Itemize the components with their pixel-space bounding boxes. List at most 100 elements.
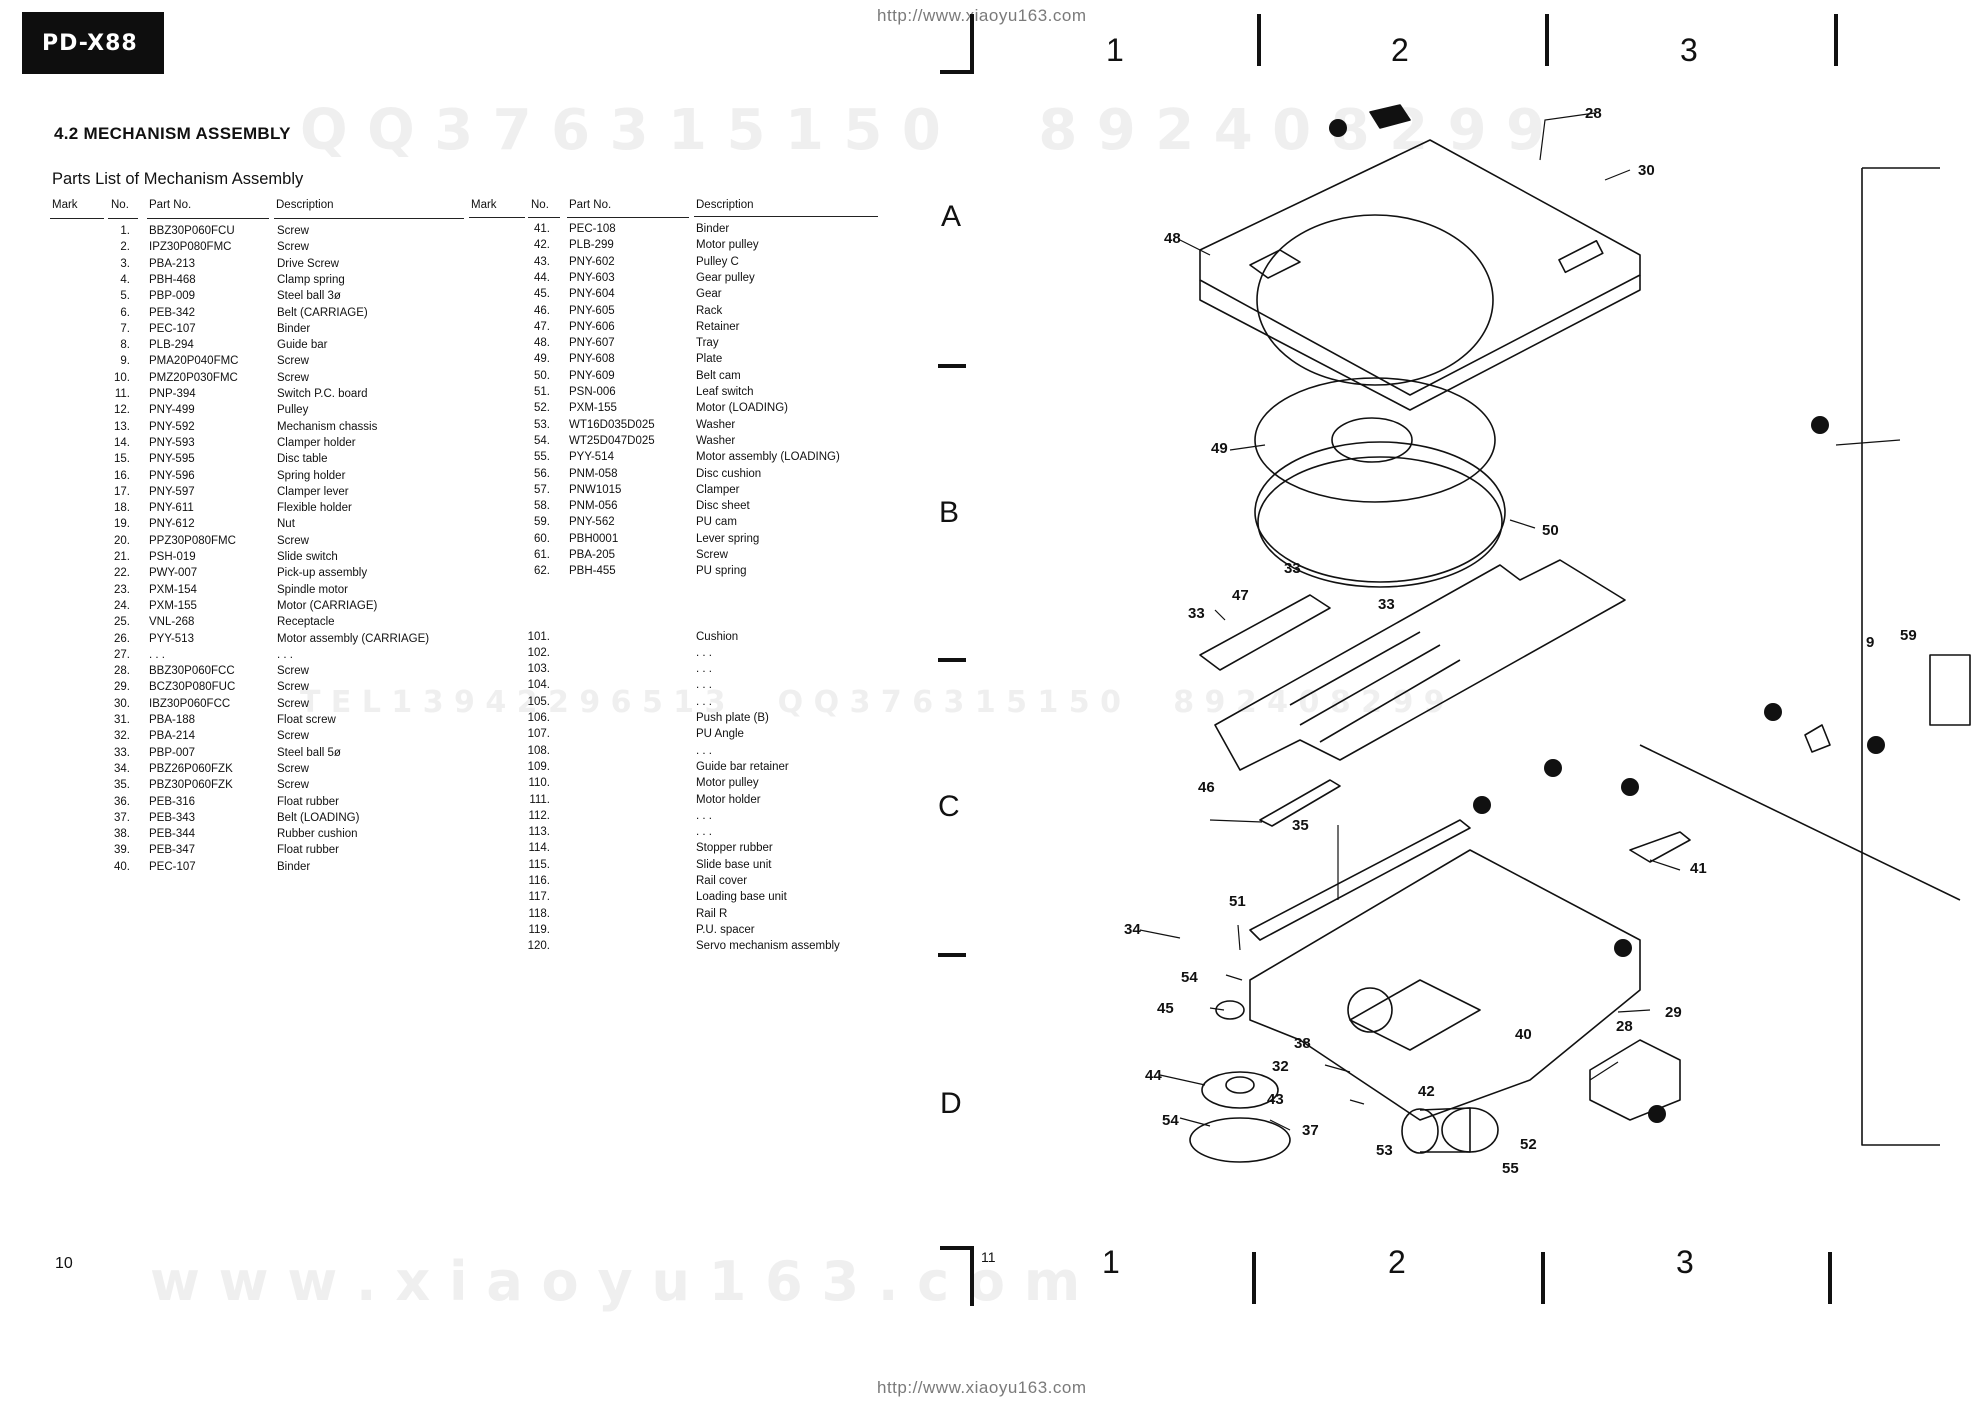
callout-9: 9 <box>1866 634 1875 651</box>
parts-row-no: 57. <box>534 483 550 496</box>
row-label-c: C <box>938 790 960 823</box>
parts-row-description: . . . <box>696 744 712 757</box>
parts-row-part-number: PBH-468 <box>149 273 196 286</box>
parts-row-no: 31. <box>114 714 130 726</box>
header-mark-right: Mark <box>471 199 497 211</box>
parts-row-no: 12. <box>114 404 130 417</box>
parts-row-description: Leaf switch <box>696 386 754 398</box>
parts-row-part-number: PNW1015 <box>569 483 622 496</box>
callout-33-b: 33 <box>1378 596 1395 613</box>
corner-bracket-top <box>940 14 974 74</box>
row-tick-1 <box>938 364 966 368</box>
parts-row-description: Motor pulley <box>696 777 759 790</box>
parts-row-part-number: PEB-347 <box>149 844 196 857</box>
parts-row-part-number: PNY-595 <box>149 453 195 466</box>
parts-row-no: 113. <box>528 826 550 839</box>
parts-row-part-number: PLB-294 <box>149 339 194 352</box>
parts-row-description: Belt (LOADING) <box>277 811 360 824</box>
parts-row-no: 33. <box>114 746 130 759</box>
parts-row-description: Float rubber <box>277 795 340 808</box>
parts-row-part-number: PBA-205 <box>569 549 616 561</box>
column-label-bottom-3: 3 <box>1676 1244 1694 1280</box>
parts-row-no: 48. <box>534 337 550 350</box>
parts-row-part-number: PEB-343 <box>149 811 196 824</box>
parts-row-part-number: PNY-592 <box>149 420 195 433</box>
url-top[interactable]: http://www.xiaoyu163.com <box>877 6 1087 25</box>
callout-42: 42 <box>1418 1083 1435 1100</box>
parts-row-no: 117. <box>528 891 550 904</box>
parts-row-description: Binder <box>696 223 730 235</box>
parts-row-description: Loading base unit <box>696 891 787 904</box>
callout-47: 47 <box>1232 587 1249 604</box>
parts-row-description: . . . <box>277 648 293 661</box>
parts-row-no: 15. <box>114 453 130 466</box>
parts-row-part-number: PNY-603 <box>569 271 615 284</box>
parts-row-part-number: PBA-213 <box>149 257 196 270</box>
parts-row-no: 40. <box>114 860 130 873</box>
parts-row-part-number: PBP-007 <box>149 746 196 759</box>
parts-row-description: Rack <box>696 304 723 317</box>
parts-row-part-number: PXM-155 <box>149 599 197 612</box>
parts-row-description: Screw <box>696 549 728 561</box>
parts-row-no: 49. <box>534 353 550 366</box>
parts-row-description: Motor holder <box>696 793 761 806</box>
parts-row-no: 60. <box>534 532 550 545</box>
parts-row-no: 13. <box>114 420 130 433</box>
parts-row-part-number: PEB-342 <box>149 306 196 319</box>
parts-row-description: Cushion <box>696 630 739 643</box>
callout-45: 45 <box>1157 1000 1174 1017</box>
parts-row-part-number: PNY-607 <box>569 337 615 350</box>
parts-row-part-number: PPZ30P080FMC <box>149 534 236 547</box>
parts-row-part-number: PBA-214 <box>149 730 196 743</box>
parts-row-description: Screw <box>277 779 309 792</box>
row-label-d: D <box>940 1087 962 1120</box>
parts-row-description: Screw <box>277 762 309 775</box>
parts-row-no: 52. <box>534 402 550 415</box>
parts-row-no: 18. <box>114 502 130 515</box>
parts-row-part-number: PNY-605 <box>569 304 615 317</box>
header-partno-right: Part No. <box>569 199 612 211</box>
header-rule-mark-left <box>50 218 104 219</box>
parts-row-description: Float rubber <box>277 844 340 857</box>
exploded-view-diagram <box>1139 104 1971 1163</box>
parts-row-part-number: PNY-604 <box>569 288 615 301</box>
parts-row-no: 110. <box>528 777 550 790</box>
parts-row-description: Pulley <box>277 404 309 417</box>
parts-row-part-number: PEB-344 <box>149 828 196 841</box>
header-rule-part-left <box>147 218 269 219</box>
parts-row-no: 37. <box>114 811 130 824</box>
column-divider-bottom-1 <box>1252 1252 1256 1304</box>
parts-row-description: Motor pulley <box>696 239 759 252</box>
parts-row-part-number: PNY-602 <box>569 255 615 268</box>
callout-38: 38 <box>1294 1035 1311 1052</box>
callout-33-a: 33 <box>1284 560 1301 577</box>
section-title: 4.2 MECHANISM ASSEMBLY <box>54 124 291 143</box>
parts-row-no: 58. <box>534 500 550 513</box>
parts-row-description: Binder <box>277 860 311 873</box>
callout-34: 34 <box>1124 921 1141 938</box>
parts-row-no: 114. <box>528 842 550 855</box>
parts-row-part-number: PNY-499 <box>149 404 195 417</box>
parts-row-no: 30. <box>114 697 130 710</box>
parts-row-part-number: PNY-593 <box>149 436 195 449</box>
callout-29: 29 <box>1665 1004 1682 1021</box>
callout-30: 30 <box>1638 162 1655 179</box>
column-divider-bottom-3 <box>1828 1252 1832 1304</box>
parts-row-no: 59. <box>534 516 550 529</box>
column-divider-top-3 <box>1834 14 1838 66</box>
parts-row-description: . . . <box>696 646 712 659</box>
parts-row-description: Gear pulley <box>696 271 755 284</box>
parts-row-no: 61. <box>534 549 550 561</box>
parts-row-description: Spring holder <box>277 469 346 482</box>
parts-row-description: Belt cam <box>696 369 741 382</box>
callout-41: 41 <box>1690 860 1707 877</box>
url-bottom[interactable]: http://www.xiaoyu163.com <box>877 1378 1087 1397</box>
parts-row-description: . . . <box>696 809 712 822</box>
parts-row-part-number: PBZ26P060FZK <box>149 762 233 775</box>
parts-row-part-number: PLB-299 <box>569 239 614 252</box>
parts-row-description: Flexible holder <box>277 502 352 515</box>
callout-35: 35 <box>1292 817 1309 834</box>
parts-row-no: 14. <box>114 436 130 449</box>
parts-row-description: Pulley C <box>696 255 739 268</box>
parts-row-no: 55. <box>534 451 550 464</box>
